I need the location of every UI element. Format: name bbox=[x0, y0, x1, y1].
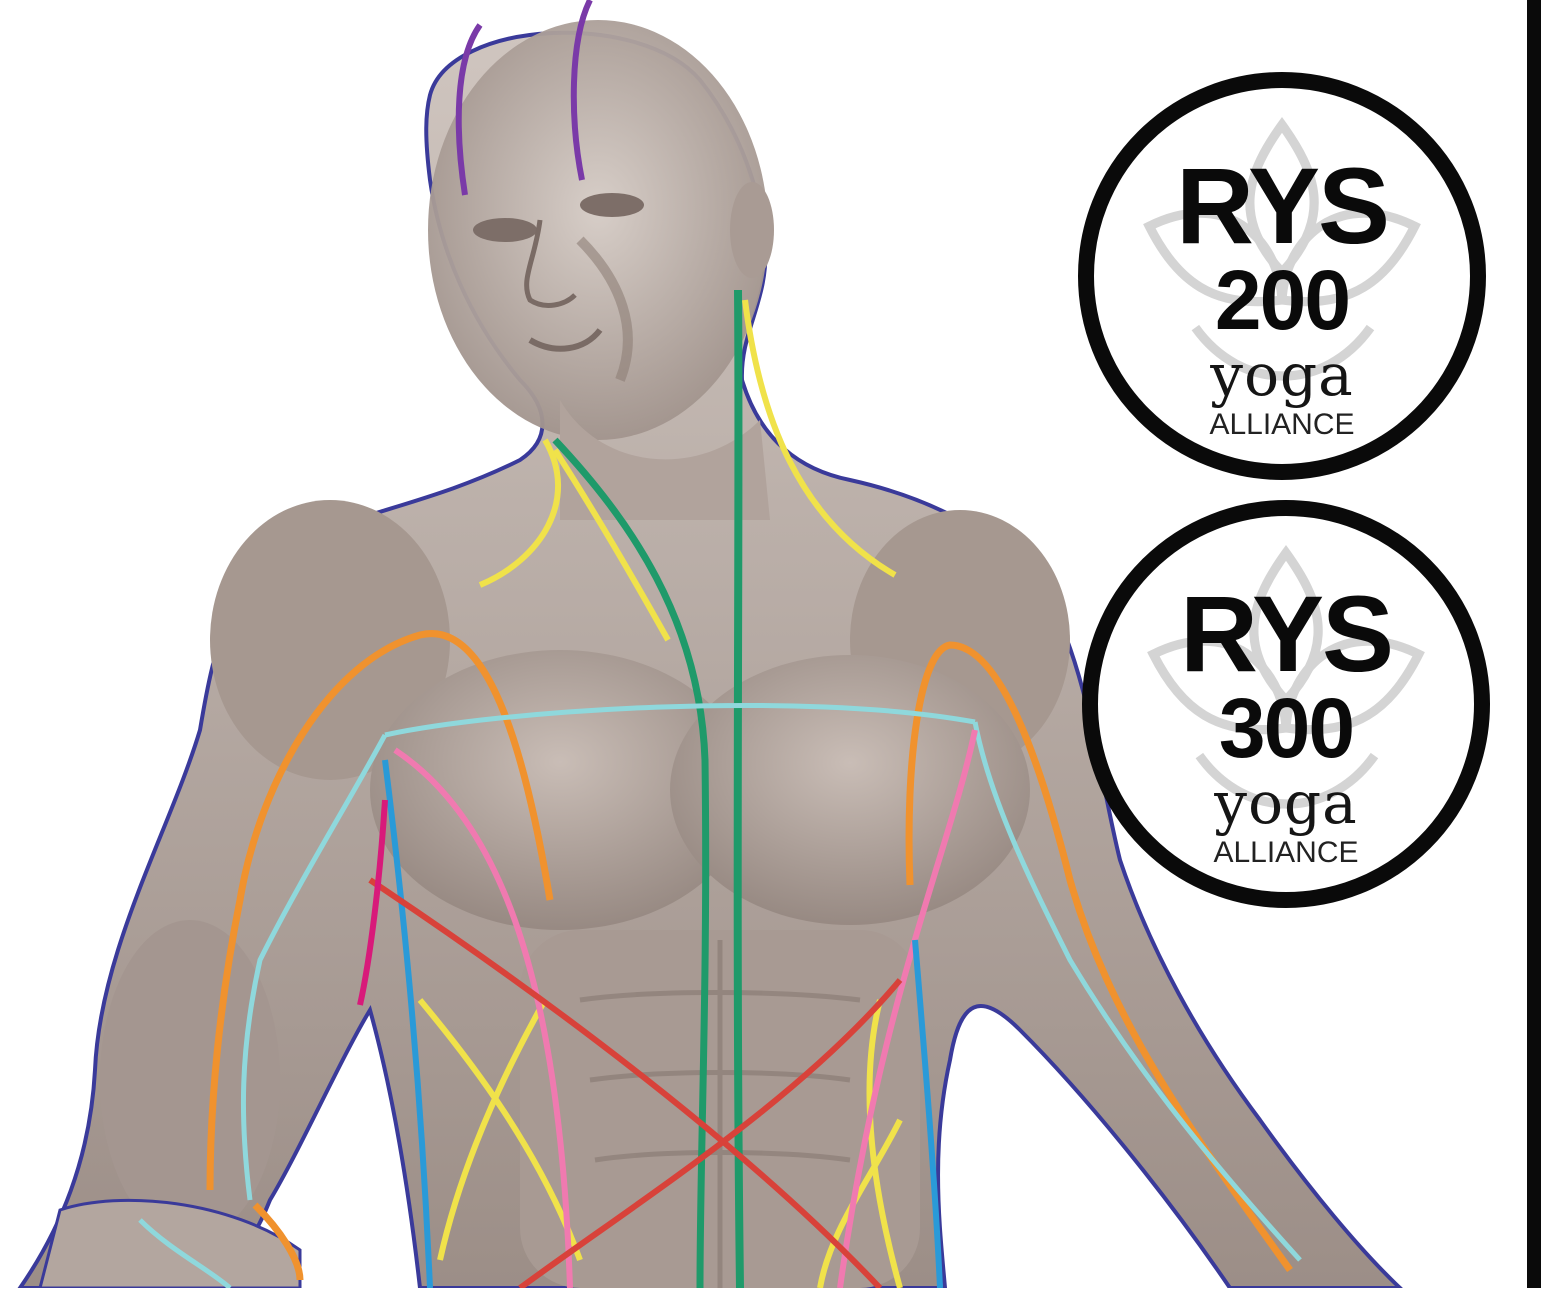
rys-300-badge: RYS 300 yoga ALLIANCE bbox=[1082, 500, 1490, 908]
right-border bbox=[1527, 0, 1541, 1288]
badge-label: RYS bbox=[1098, 584, 1474, 684]
right-pectoral bbox=[670, 655, 1030, 925]
left-eye bbox=[473, 218, 537, 242]
right-eye bbox=[580, 193, 644, 217]
badge-number: 200 bbox=[1094, 258, 1470, 342]
rys-200-badge: RYS 200 yoga ALLIANCE bbox=[1078, 72, 1486, 480]
badge-label: RYS bbox=[1094, 156, 1470, 256]
left-forearm bbox=[100, 920, 280, 1240]
badge-brand: yoga bbox=[1094, 346, 1470, 404]
line-deep-front-center bbox=[738, 290, 740, 1288]
ear bbox=[730, 182, 774, 278]
badge-number: 300 bbox=[1098, 686, 1474, 770]
badge-brand-sub: ALLIANCE bbox=[1098, 838, 1474, 868]
badge-brand-sub: ALLIANCE bbox=[1094, 410, 1470, 440]
badge-brand: yoga bbox=[1098, 774, 1474, 832]
